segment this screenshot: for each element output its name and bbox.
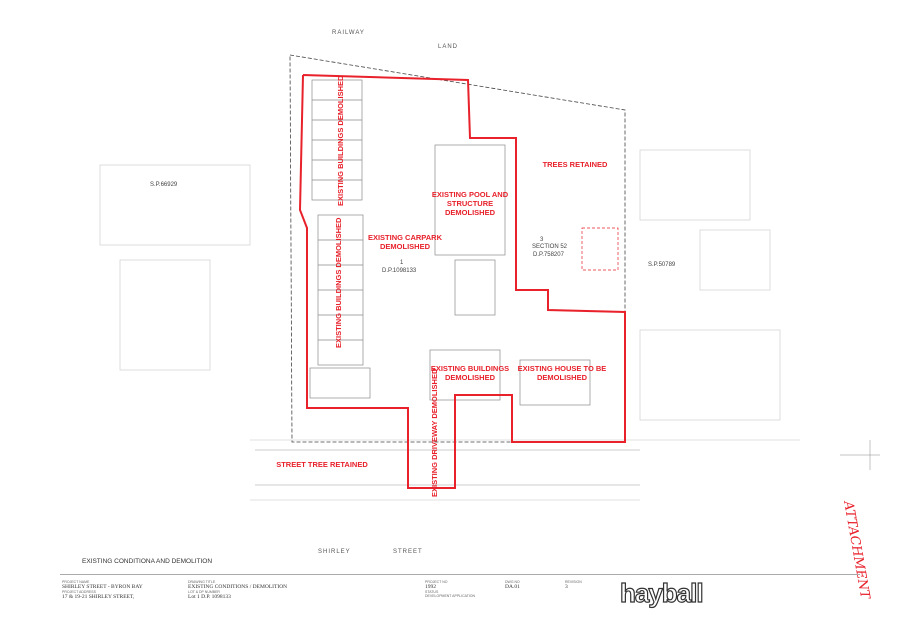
lot3-section: SECTION 52 <box>532 244 568 250</box>
label-pool: EXISTING POOL AND STRUCTURE DEMOLISHED <box>431 190 509 217</box>
label-buildings-top: EXISTING BUILDINGS DEMOLISHED <box>336 75 345 206</box>
existing-buildings <box>309 79 619 406</box>
railway-label: RAILWAY <box>332 30 365 36</box>
dimension-marks <box>840 440 880 470</box>
street-band <box>255 449 640 486</box>
lot1-number: 1 <box>400 260 404 266</box>
lot3-dp: D.P.758207 <box>533 252 564 258</box>
title-block <box>60 574 860 615</box>
drawing-caption: EXISTING CONDITIONA AND DEMOLITION <box>82 558 213 565</box>
right-sp-label: S.P.50789 <box>648 262 676 268</box>
label-trees: TREES RETAINED <box>542 160 608 169</box>
label-carpark: EXISTING CARPARK DEMOLISHED <box>367 233 443 251</box>
drawing-title-block: DRAWING TITLE EXISTING CONDITIONS / DEMO… <box>188 580 288 600</box>
label-buildings-bottom: EXISTING BUILDINGS DEMOLISHED <box>430 364 510 382</box>
label-buildings-mid: EXISTING BUILDINGS DEMOLISHED <box>334 217 343 348</box>
label-street-tree: STREET TREE RETAINED <box>276 460 368 469</box>
left-sp-label: S.P.66929 <box>150 182 178 188</box>
land-label: LAND <box>438 44 459 50</box>
project-name-block: PROJECT NAME SHIRLEY STREET - BYRON BAY … <box>62 580 143 600</box>
shirley-label: SHIRLEY <box>318 549 351 555</box>
revision-block: REVISION 3 <box>565 580 582 590</box>
project-no-block: PROJECT NO 1992 STATUS DEVELOPMENT APPLI… <box>425 580 476 598</box>
label-house: EXISTING HOUSE TO BE DEMOLISHED <box>517 364 607 382</box>
lot3-number: 3 <box>540 237 544 243</box>
background-context <box>99 149 800 501</box>
lot1-dp: D.P.1098133 <box>382 268 417 274</box>
label-driveway: EXISTING DRIVEWAY DEMOLISHED <box>430 368 439 497</box>
street-label: STREET <box>393 549 423 555</box>
dwg-no-block: DWG NO DA.01 <box>505 580 520 590</box>
development-boundary <box>298 74 626 489</box>
hayball-logo: hayball <box>619 577 704 608</box>
